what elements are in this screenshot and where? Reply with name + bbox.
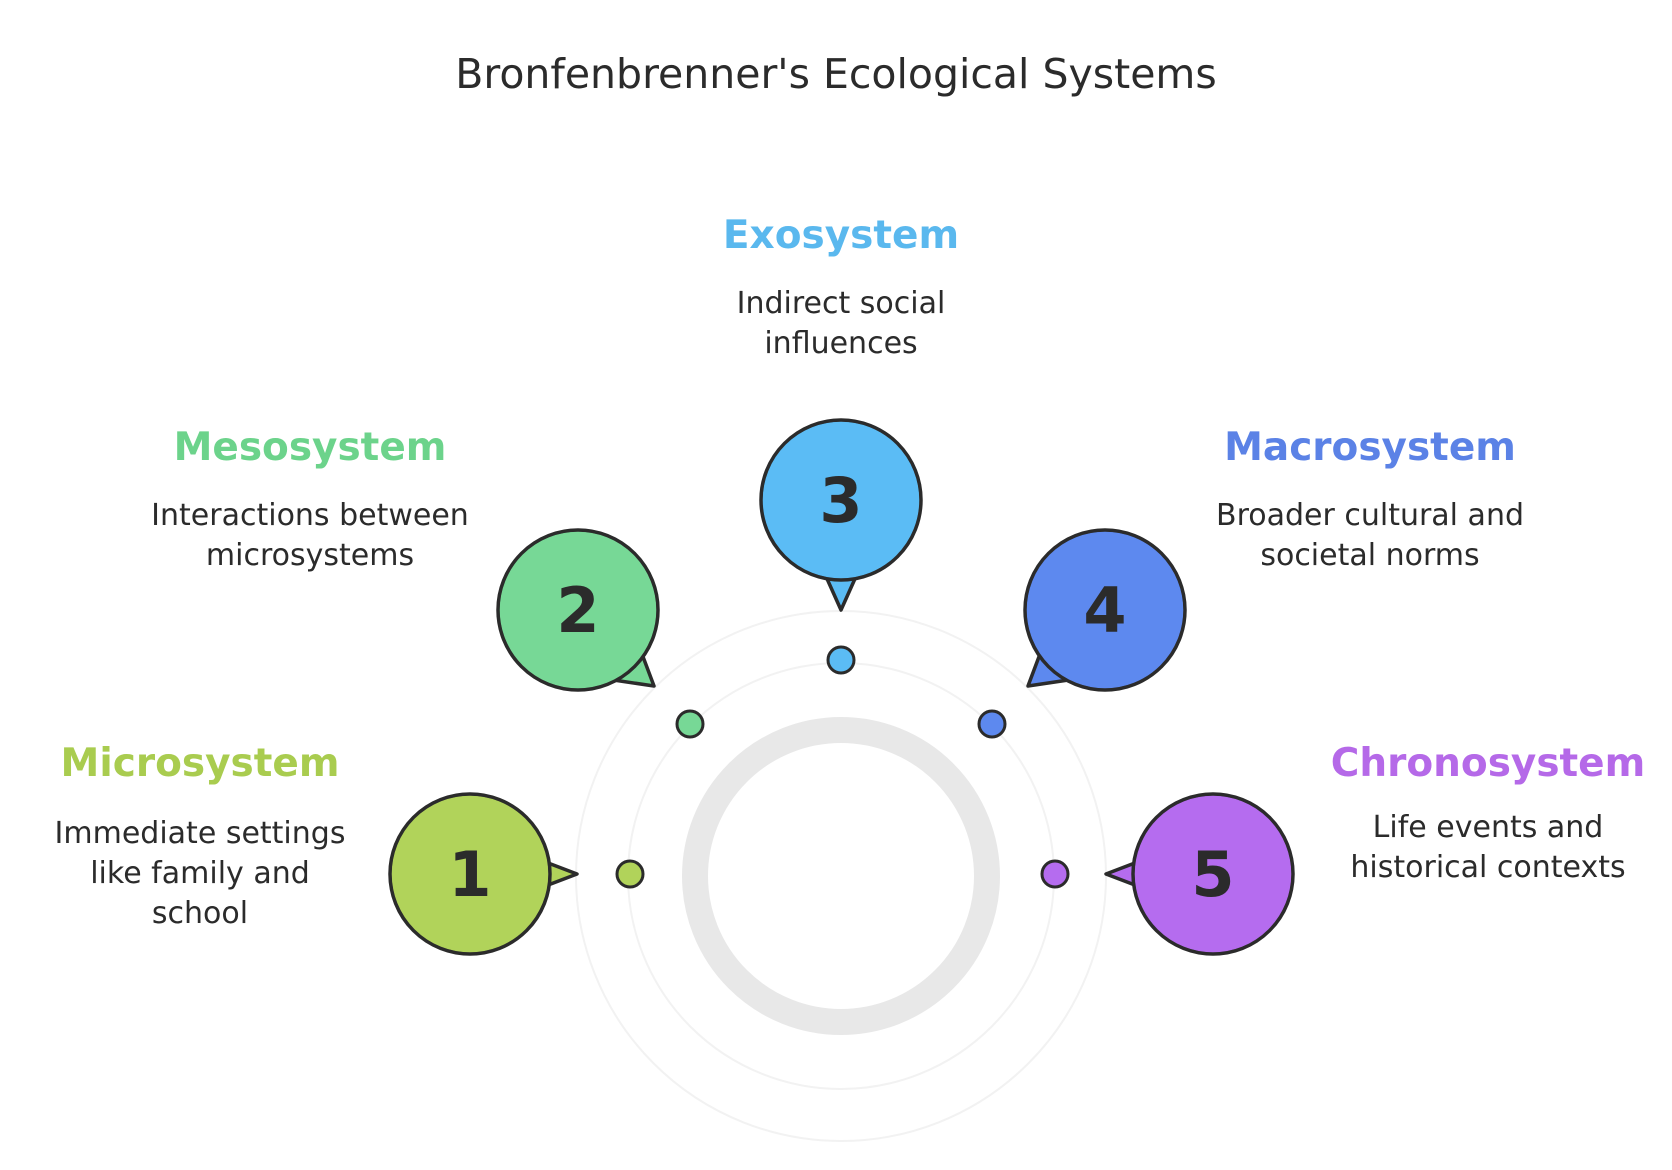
system-label-mesosystem: Mesosystem Interactions between microsys… bbox=[130, 424, 490, 576]
bubble-chronosystem: 5 bbox=[1040, 792, 1295, 956]
system-description-mesosystem: Interactions between microsystems bbox=[151, 498, 469, 573]
system-description-chronosystem: Life events and historical contexts bbox=[1350, 810, 1626, 885]
system-label-macrosystem: Macrosystem Broader cultural and societa… bbox=[1200, 424, 1540, 576]
connector-dot-macrosystem bbox=[977, 709, 1007, 739]
system-name-mesosystem: Mesosystem bbox=[173, 425, 447, 470]
bubble-mesosystem: 2 bbox=[496, 528, 705, 739]
system-name-macrosystem: Macrosystem bbox=[1224, 425, 1516, 470]
connector-dot-chronosystem bbox=[1040, 859, 1070, 889]
bubble-microsystem: 1 bbox=[388, 792, 645, 956]
inner-core-ring bbox=[682, 717, 1000, 1035]
system-label-chronosystem: Chronosystem Life events and historical … bbox=[1318, 740, 1658, 888]
bubble-exosystem: 3 bbox=[759, 418, 923, 675]
bubble-number-mesosystem: 2 bbox=[556, 574, 599, 647]
connector-dot-mesosystem bbox=[675, 709, 705, 739]
bubble-number-exosystem: 3 bbox=[819, 464, 862, 537]
connector-dot-microsystem bbox=[615, 859, 645, 889]
system-description-macrosystem: Broader cultural and societal norms bbox=[1215, 498, 1524, 573]
system-description-exosystem: Indirect social influences bbox=[736, 286, 946, 361]
bubble-fill-patch-microsystem bbox=[392, 796, 548, 952]
bubble-fill-patch-macrosystem bbox=[1027, 532, 1183, 688]
page-title: Bronfenbrenner's Ecological Systems bbox=[455, 50, 1217, 98]
system-name-exosystem: Exosystem bbox=[722, 213, 960, 258]
bubble-fill-patch-chronosystem bbox=[1135, 796, 1291, 952]
system-label-microsystem: Microsystem Immediate settings like fami… bbox=[30, 740, 370, 934]
system-name-microsystem: Microsystem bbox=[60, 741, 340, 786]
system-description-microsystem: Immediate settings like family and schoo… bbox=[54, 816, 346, 931]
bubble-fill-patch-exosystem bbox=[763, 422, 919, 578]
connector-dot-exosystem bbox=[826, 645, 856, 675]
system-label-exosystem: Exosystem Indirect social influences bbox=[701, 212, 981, 364]
bubble-number-chronosystem: 5 bbox=[1191, 838, 1234, 911]
outer-faint-ring bbox=[575, 610, 1107, 1142]
bubble-number-macrosystem: 4 bbox=[1083, 574, 1126, 647]
bubble-macrosystem: 4 bbox=[977, 528, 1187, 739]
bubble-fill-patch-mesosystem bbox=[500, 532, 656, 688]
system-name-chronosystem: Chronosystem bbox=[1330, 741, 1646, 786]
bubble-number-microsystem: 1 bbox=[448, 838, 491, 911]
